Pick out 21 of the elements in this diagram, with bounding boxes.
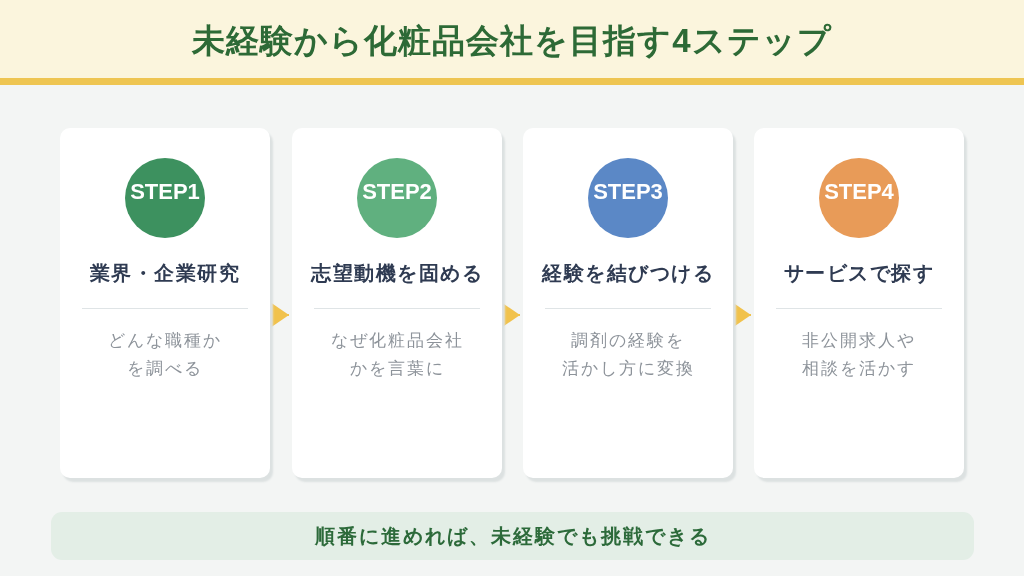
step-circle: STEP1 (125, 158, 205, 238)
arrow (269, 302, 290, 328)
page-title: 未経験から化粧品会社を目指す4ステップ (192, 21, 832, 61)
step-circle: STEP2 (357, 158, 437, 238)
step-card (60, 128, 270, 478)
step-heading: 志望動機を固める (311, 260, 483, 287)
step-heading: 業界・企業研究 (89, 260, 241, 287)
step-description: なぜ化粧品会社かを言葉に (330, 329, 464, 380)
step-card (292, 128, 502, 478)
step-circle: STEP4 (819, 158, 899, 238)
step-card (754, 128, 964, 478)
arrow (501, 302, 521, 328)
step-description: どんな職種かを調べる (107, 329, 223, 380)
step-description: 非公開求人や相談を活かす (801, 329, 917, 380)
step-heading: サービスで探す (783, 260, 935, 287)
step-heading: 経験を結びつける (542, 260, 714, 287)
summary-banner: 順番に進めれば、未経験でも挑戦できる (51, 512, 974, 560)
step-description: 調剤の経験を活かし方に変換 (561, 329, 695, 380)
step-card (523, 128, 733, 478)
arrow (732, 302, 752, 328)
step-circle: STEP3 (588, 158, 668, 238)
